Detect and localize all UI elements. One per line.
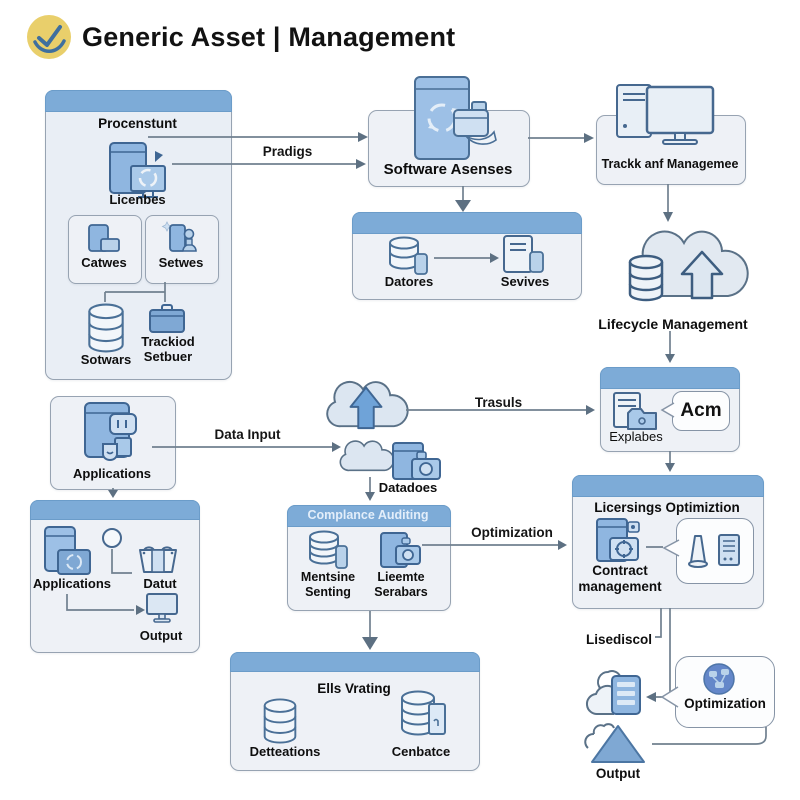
mentsine-label-2: Senting: [305, 585, 351, 599]
trackiod-label-2: Setbuer: [143, 349, 193, 364]
trackkanf-label: Trackk anf Managemee: [601, 157, 739, 171]
lieemte-label-1: Lieemte: [377, 570, 425, 584]
monitor-small-icon: [146, 593, 178, 623]
output-triangle-label: Output: [595, 766, 641, 781]
cloud-upload-icon: [326, 380, 409, 430]
acm-label: Acm: [680, 400, 722, 421]
ells-title: Ells Vrating: [317, 681, 391, 696]
compliance-header-bar: [287, 505, 451, 527]
device-camera-icon: [380, 532, 421, 568]
licersings-title: Licersings Optimiztion: [594, 500, 740, 515]
bl-applications-label: Applications: [32, 576, 111, 591]
card-icon: [453, 101, 497, 145]
setwes-label: Setwes: [158, 255, 204, 270]
procenstunt-title: Procenstunt: [98, 116, 177, 131]
compliance-title: Complance Auditing: [307, 508, 429, 522]
triangle-cloud-icon: [584, 723, 645, 763]
licenbes-label: Licenbes: [109, 192, 166, 207]
datadoes-label: Datadoes: [378, 480, 438, 495]
devices-bubble: [676, 518, 754, 584]
cloud-server-icon: [586, 670, 641, 716]
sotwars-label: Sotwars: [80, 352, 132, 367]
browser-robot-icon: [84, 402, 137, 461]
ells-header-bar: [230, 652, 480, 672]
pradigs-edge-label: Pradigs: [262, 144, 313, 159]
lieemte-label-2: Serabars: [374, 585, 428, 599]
database-icon: [88, 303, 124, 353]
monitor-icon: [645, 85, 715, 145]
datores-label: Datores: [384, 274, 434, 289]
briefcase-icon: [149, 304, 185, 333]
applications-label: Applications: [72, 466, 151, 481]
procenstunt-header-bar: [45, 90, 232, 112]
tablet-gear-icon: [596, 518, 640, 562]
mentsine-label-1: Mentsine: [300, 570, 356, 584]
lifecycle-label: Lifecycle Management: [598, 316, 748, 332]
database-icon: [263, 698, 297, 744]
circle-icon: [102, 528, 122, 548]
software-asenses-label: Software Asenses: [383, 161, 513, 178]
computer-tower-icon: [718, 534, 740, 566]
bottom-left-header-bar: [30, 500, 200, 520]
contract-label-1: Contract: [592, 563, 648, 578]
cloud-database-icon: [628, 230, 749, 302]
basket-icon: [139, 546, 177, 573]
trackiod-label-1: Trackiod: [141, 334, 195, 349]
tablet-refresh-icon: [109, 142, 166, 198]
camera-device-icon: [392, 442, 441, 480]
trasuls-edge-label: Trasuls: [474, 395, 523, 410]
page-title: Generic Asset | Management: [82, 22, 456, 52]
cloud-icon: [339, 440, 395, 472]
tablet-icon: [88, 224, 120, 252]
optimization-edge-label: Optimization: [471, 525, 553, 540]
lisediscol-label: Lisediscol: [585, 632, 653, 647]
contract-label-2: management: [578, 579, 662, 594]
logo-icon: [27, 15, 71, 59]
bottom-left-box: [30, 500, 200, 653]
bl-datut-label: Datut: [143, 576, 177, 591]
detteations-label: Detteations: [249, 744, 321, 759]
network-globe-icon: [703, 663, 735, 695]
data-input-edge-label: Data Input: [214, 427, 281, 442]
phone-sparkle-icon: [161, 221, 197, 252]
datores-header-bar: [352, 212, 582, 234]
explabes-header-bar: [600, 367, 740, 389]
document-folder-icon: [613, 392, 657, 430]
acm-bubble: Acm: [672, 391, 730, 431]
opt-bubble-label: Optimization: [684, 696, 766, 711]
tablet-card-icon: [44, 526, 91, 575]
document-icon: [503, 235, 544, 273]
licersings-header-bar: [572, 475, 764, 497]
bl-output-label: Output: [139, 628, 183, 643]
database-small-icon: [389, 236, 428, 275]
database-stack-icon: [309, 530, 348, 569]
cenbatce-label: Cenbatce: [391, 744, 451, 759]
catwes-label: Catwes: [81, 255, 127, 270]
speaker-icon: [688, 535, 708, 568]
sevives-label: Sevives: [500, 274, 550, 289]
explabes-label: Explabes: [609, 429, 663, 444]
database-document-icon: [401, 690, 446, 736]
